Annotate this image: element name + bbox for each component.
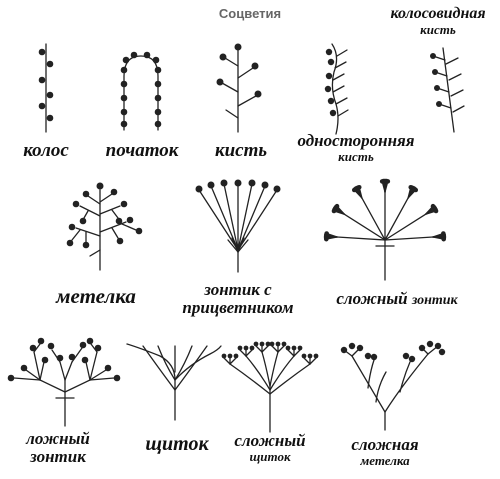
spike-like-raceme-diagram	[430, 47, 465, 133]
label-compound-panicle-line2: метелка	[360, 452, 410, 468]
label-spike-like-raceme: колосовидная кисть	[382, 5, 494, 37]
umbel-with-bracts-diagram	[195, 179, 281, 273]
label-one-sided-raceme: односторонняя кисть	[288, 132, 424, 163]
label-compound-corymb-line1: сложный	[234, 431, 306, 450]
label-umbel-with-bracts-line1: зонтик с	[204, 280, 272, 299]
label-one-sided-raceme-line2: кисть	[338, 148, 374, 164]
label-false-umbel: ложный зонтик	[10, 430, 106, 466]
raceme-diagram	[216, 43, 262, 133]
label-umbel-with-bracts-line2: прицветником	[182, 297, 294, 317]
false-umbel-diagram	[7, 337, 121, 427]
one-sided-raceme-diagram	[324, 43, 349, 135]
panicle-diagram	[66, 182, 143, 271]
spadix-diagram	[120, 51, 162, 131]
label-compound-umbel-line2: зонтик	[411, 293, 458, 308]
label-spike-like-raceme-line1: колосовидная	[390, 5, 486, 22]
compound-corymb-diagram	[221, 341, 319, 433]
label-spike-like-raceme-line2: кисть	[420, 21, 456, 37]
label-corymb: щиток	[145, 433, 209, 455]
label-compound-corymb: сложный щиток	[224, 432, 316, 463]
label-compound-panicle: сложная метелка	[326, 436, 444, 467]
label-compound-umbel: сложный зонтик	[322, 290, 472, 309]
corymb-diagram	[126, 343, 222, 421]
label-one-sided-raceme-line1: односторонняя	[297, 131, 415, 150]
spike-diagram	[38, 43, 54, 133]
label-spadix: початок	[105, 140, 179, 161]
label-compound-umbel-line1: сложный	[336, 289, 408, 308]
label-compound-panicle-line1: сложная	[351, 435, 419, 454]
compound-umbel-diagram	[323, 178, 447, 281]
label-compound-corymb-line2: щиток	[249, 448, 291, 464]
compound-panicle-diagram	[340, 340, 446, 431]
diagram-title: Соцветия	[218, 6, 282, 21]
label-false-umbel-line1: ложный	[26, 429, 90, 448]
label-umbel-with-bracts: зонтик с прицветником	[176, 281, 300, 317]
label-panicle: метелка	[56, 284, 136, 308]
label-spike: колос	[23, 140, 69, 161]
label-false-umbel-line2: зонтик	[30, 446, 86, 466]
label-raceme: кисть	[214, 140, 268, 161]
